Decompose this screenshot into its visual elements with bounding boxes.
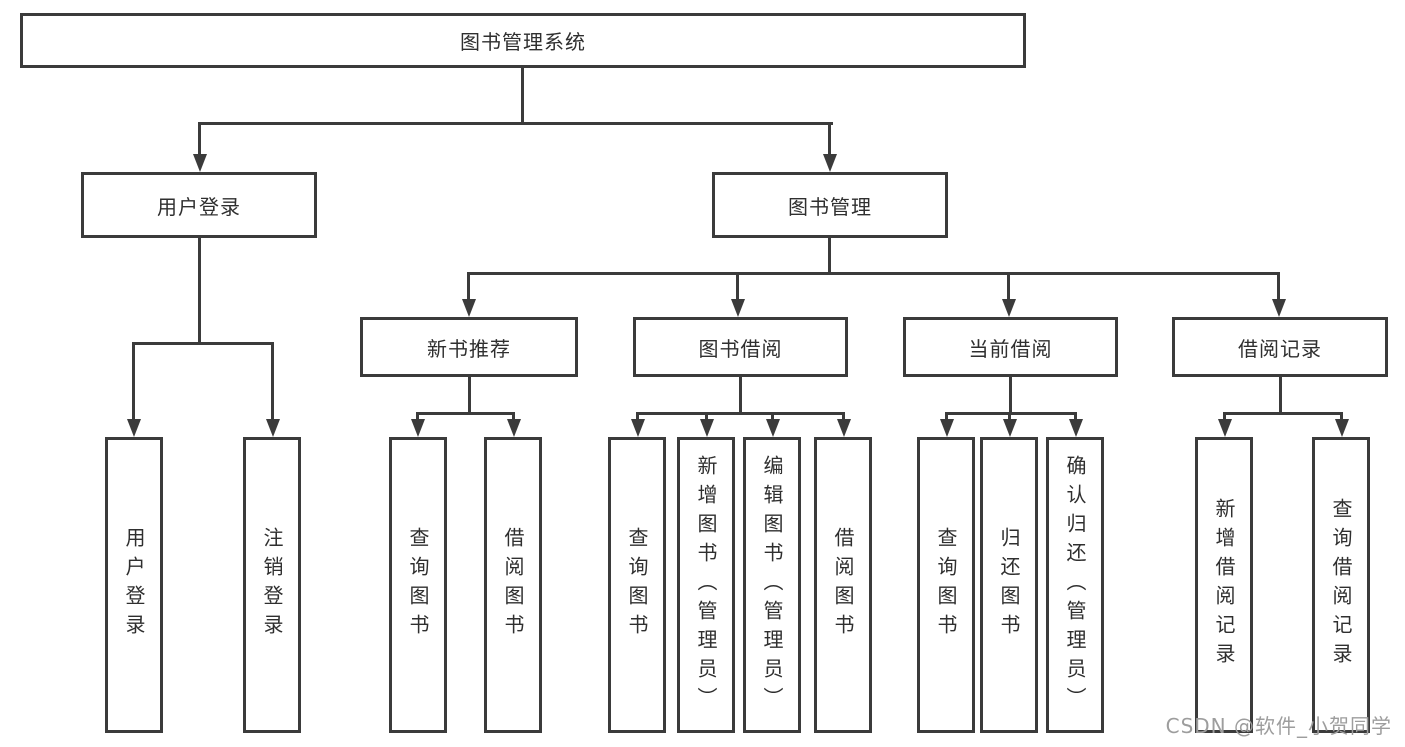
connector-root-stem: [521, 68, 524, 122]
leaf-user-login: 用户登录: [105, 437, 163, 733]
node-root-label: 图书管理系统: [460, 30, 586, 54]
node-new-books-label: 新书推荐: [427, 336, 511, 361]
connector-user-login-stem: [198, 238, 201, 342]
arrow-new-books-query: [411, 412, 425, 437]
arrow-borrowing-add: [700, 412, 714, 437]
arrow-to-book-management: [823, 122, 837, 172]
node-current-borrowing-label: 当前借阅: [968, 336, 1053, 361]
leaf-newbooks-borrow-books-label: 借阅图书: [501, 527, 525, 643]
leaf-current-confirm-return-admin-label: 确认归还（管理员）: [1063, 454, 1087, 716]
leaf-current-return-books: 归还图书: [980, 437, 1038, 733]
arrow-to-current-borrowing: [1002, 272, 1016, 317]
arrow-to-user-login: [193, 122, 207, 172]
leaf-current-query-books: 查询图书: [917, 437, 975, 733]
connector-user-login-bar: [133, 342, 274, 345]
node-borrowing-records-label: 借阅记录: [1238, 336, 1322, 361]
connector-current-borrowing-stem: [1009, 377, 1012, 412]
leaf-borrowing-query-books-label: 查询图书: [625, 527, 649, 643]
leaf-records-add-record-label: 新增借阅记录: [1212, 498, 1236, 672]
connector-level1-bar: [199, 122, 833, 125]
arrow-to-book-borrowing: [731, 272, 745, 317]
connector-borrowing-records-bar: [1223, 412, 1343, 415]
arrow-current-return: [1003, 412, 1017, 437]
leaf-current-query-books-label: 查询图书: [934, 527, 958, 643]
connector-new-books-stem: [468, 377, 471, 412]
arrow-records-query: [1335, 412, 1349, 437]
leaf-logout-login-label: 注销登录: [260, 527, 284, 643]
leaf-borrowing-add-books-admin-label: 新增图书（管理员）: [694, 454, 718, 716]
arrow-current-query: [940, 412, 954, 437]
arrow-borrowing-query: [631, 412, 645, 437]
node-current-borrowing: 当前借阅: [903, 317, 1118, 377]
node-book-borrowing: 图书借阅: [633, 317, 848, 377]
node-user-login-label: 用户登录: [157, 194, 241, 219]
arrow-to-leaf-logout: [266, 342, 280, 437]
leaf-newbooks-query-books: 查询图书: [389, 437, 447, 733]
arrow-records-add: [1218, 412, 1232, 437]
node-user-login: 用户登录: [81, 172, 317, 238]
leaf-current-confirm-return-admin: 确认归还（管理员）: [1046, 437, 1104, 733]
connector-current-borrowing-bar: [945, 412, 1077, 415]
leaf-records-query-record-label: 查询借阅记录: [1329, 498, 1353, 672]
leaf-user-login-label: 用户登录: [122, 527, 146, 643]
leaf-borrowing-borrow-books-label: 借阅图书: [831, 527, 855, 643]
leaf-records-add-record: 新增借阅记录: [1195, 437, 1253, 733]
node-book-management: 图书管理: [712, 172, 948, 238]
connector-book-borrowing-bar: [636, 412, 845, 415]
leaf-current-return-books-label: 归还图书: [997, 527, 1021, 643]
leaf-newbooks-query-books-label: 查询图书: [406, 527, 430, 643]
arrow-new-books-borrow: [507, 412, 521, 437]
leaf-logout-login: 注销登录: [243, 437, 301, 733]
leaf-newbooks-borrow-books: 借阅图书: [484, 437, 542, 733]
watermark: CSDN @软件_小贺同学: [1165, 714, 1392, 738]
connector-book-borrowing-stem: [739, 377, 742, 412]
leaf-borrowing-edit-books-admin-label: 编辑图书（管理员）: [760, 454, 784, 716]
leaf-records-query-record: 查询借阅记录: [1312, 437, 1370, 733]
connector-book-management-stem: [828, 238, 831, 272]
connector-new-books-bar: [416, 412, 515, 415]
arrow-borrowing-edit: [766, 412, 780, 437]
node-root: 图书管理系统: [20, 13, 1026, 68]
node-book-borrowing-label: 图书借阅: [698, 336, 783, 361]
arrow-to-borrowing-records: [1272, 272, 1286, 317]
node-book-management-label: 图书管理: [788, 194, 872, 219]
arrow-current-confirm: [1069, 412, 1083, 437]
leaf-borrowing-edit-books-admin: 编辑图书（管理员）: [743, 437, 801, 733]
node-borrowing-records: 借阅记录: [1172, 317, 1388, 377]
arrow-borrowing-borrow: [837, 412, 851, 437]
arrow-to-leaf-login: [127, 342, 141, 437]
leaf-borrowing-add-books-admin: 新增图书（管理员）: [677, 437, 735, 733]
leaf-borrowing-borrow-books: 借阅图书: [814, 437, 872, 733]
connector-borrowing-records-stem: [1279, 377, 1282, 412]
arrow-to-new-books: [462, 272, 476, 317]
leaf-borrowing-query-books: 查询图书: [608, 437, 666, 733]
node-new-books: 新书推荐: [360, 317, 578, 377]
connector-level2-bar: [467, 272, 1280, 275]
